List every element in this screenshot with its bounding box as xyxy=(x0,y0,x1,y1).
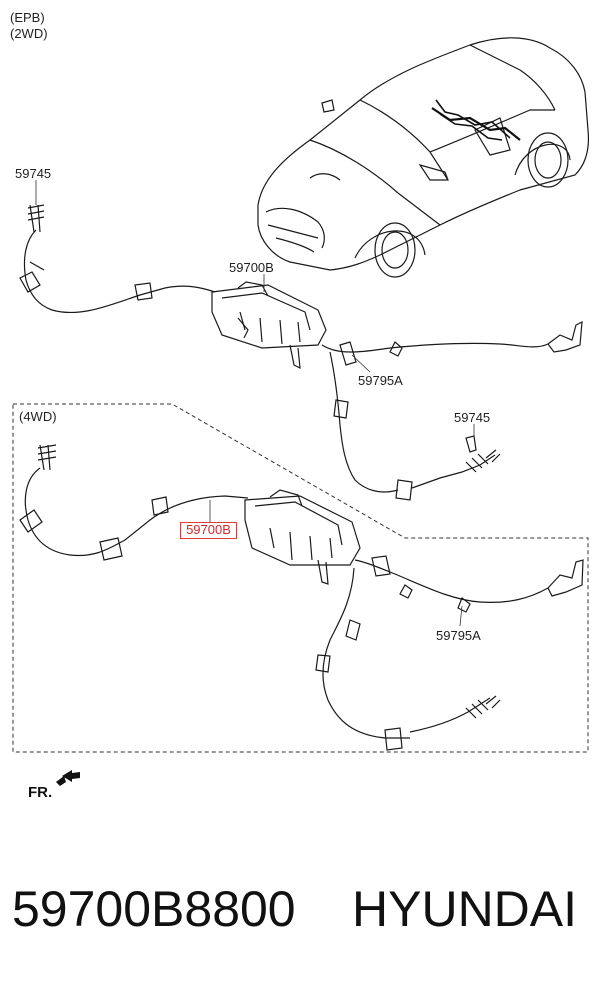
assembly-4wd xyxy=(19,444,584,751)
callout-cable-4wd-left: 59745 xyxy=(454,410,491,425)
drive-label-2wd: (2WD) xyxy=(10,26,48,41)
callout-cable-4wd-right: 59795A xyxy=(436,628,481,643)
callout-cable-2wd-left: 59745 xyxy=(15,166,52,181)
callout-actuator-2wd: 59700B xyxy=(229,260,274,275)
section-4wd-label: (4WD) xyxy=(19,409,57,424)
vehicle-cable-highlight xyxy=(431,99,521,141)
brand-name: HYUNDAI xyxy=(352,881,578,937)
system-label: (EPB) xyxy=(10,10,45,25)
part-number: 59700B8800 xyxy=(12,881,296,937)
callout-leaders xyxy=(35,180,475,627)
section-4wd-border xyxy=(12,403,589,753)
vehicle-illustration xyxy=(257,37,590,278)
callout-cable-2wd-right: 59795A xyxy=(358,373,403,388)
callout-actuator-4wd-highlighted: 59700B xyxy=(180,522,237,539)
assembly-2wd xyxy=(19,204,583,501)
front-direction-label: FR. xyxy=(28,784,53,801)
front-direction-arrow xyxy=(56,770,80,786)
